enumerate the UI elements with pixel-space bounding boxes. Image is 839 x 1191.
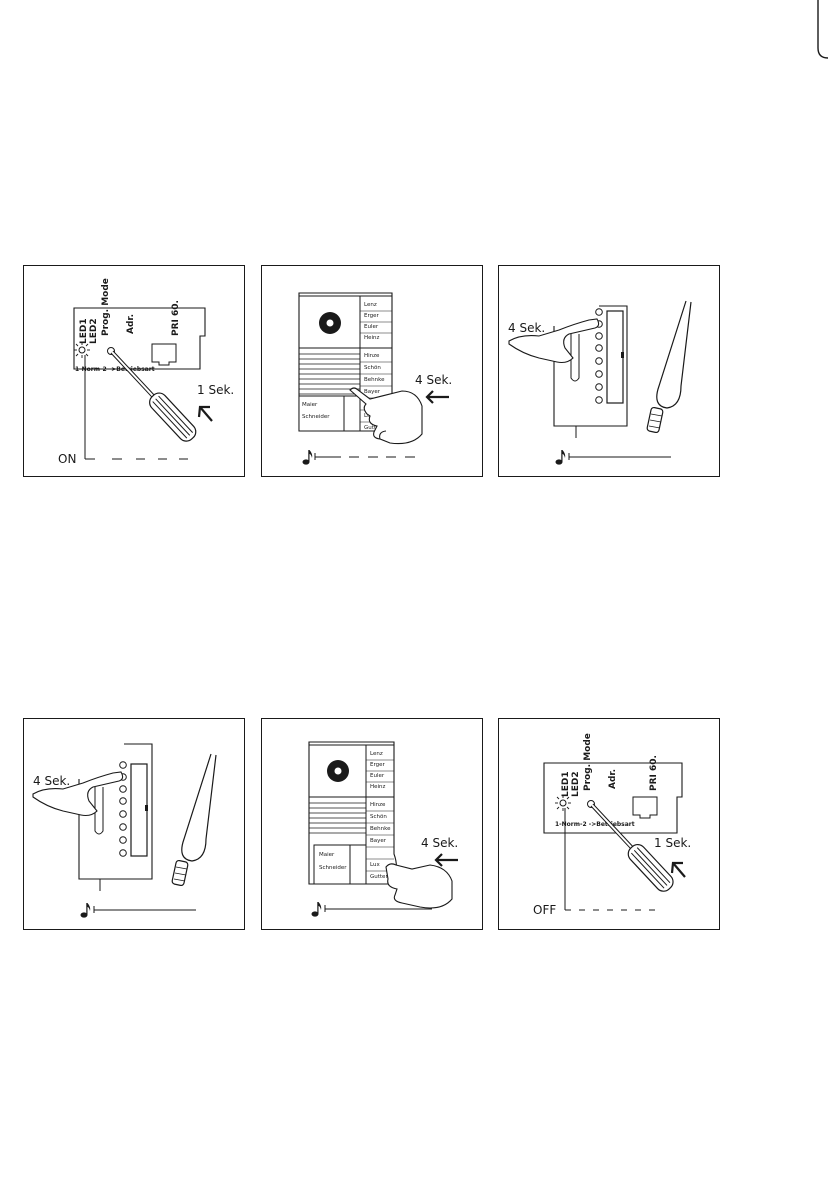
name-cell: Schneider xyxy=(302,414,330,420)
step-5-panel: Lenz Erger Euler Heinz Hinze Schön Behnk… xyxy=(261,718,483,930)
music-note-icon xyxy=(555,450,566,465)
name-cell: Behnke xyxy=(364,377,385,383)
screwdriver-icon xyxy=(110,350,197,442)
name-cell: Erger xyxy=(364,313,380,319)
state-label: OFF xyxy=(533,903,556,917)
name-cell: Bayer xyxy=(364,389,381,395)
duration-label: 1 Sek. xyxy=(654,836,691,850)
name-cell: Heinz xyxy=(370,784,386,790)
name-cell: Lenz xyxy=(364,302,377,308)
page-edge-mark xyxy=(817,0,828,59)
name-cell: Maier xyxy=(302,402,318,408)
speaker-icon xyxy=(327,760,349,782)
name-cell: Lenz xyxy=(370,751,383,757)
name-cell: Hinze xyxy=(364,353,380,359)
pointing-hand-icon xyxy=(385,863,453,909)
state-label: ON xyxy=(58,452,76,466)
mode-text: 1-Norm-2 ->Betriebsart xyxy=(75,366,155,373)
led2-label: LED2 xyxy=(571,771,581,797)
step-4-panel: 4 Sek. xyxy=(23,718,245,930)
arrow-icon xyxy=(434,853,458,867)
name-cell: Heinz xyxy=(364,335,380,341)
duration-label: 1 Sek. xyxy=(197,383,234,397)
duration-label: 4 Sek. xyxy=(421,836,458,850)
mode-text: 1-Norm-2 ->Betriebsart xyxy=(555,821,635,828)
pointing-hand-icon xyxy=(508,318,600,364)
module-outline xyxy=(73,307,206,370)
led1-label: LED1 xyxy=(79,318,89,344)
socket xyxy=(632,796,658,819)
pointing-hand-icon xyxy=(349,387,423,445)
name-cell: Hinze xyxy=(370,802,386,808)
name-cell: Schön xyxy=(364,365,381,371)
led-blink-icon xyxy=(555,795,571,811)
led2-label: LED2 xyxy=(89,318,99,344)
name-cell: Schneider xyxy=(319,865,347,871)
arrow-icon xyxy=(670,861,686,878)
led-blink-icon xyxy=(74,342,90,358)
step-1-panel: LED1 LED2 Prog. Mode Adr. PRI 60. 1-Norm… xyxy=(23,265,245,477)
pri-label: PRI 60. xyxy=(171,300,181,336)
duration-label: 4 Sek. xyxy=(508,321,545,335)
music-note-icon xyxy=(302,450,313,465)
pri-label: PRI 60. xyxy=(649,755,659,791)
prog-label: Prog. Mode xyxy=(583,733,593,791)
pointing-hand-icon xyxy=(32,771,124,817)
speaker-icon xyxy=(319,312,341,334)
name-cell: Bayer xyxy=(370,838,387,844)
name-cell: Erger xyxy=(370,762,386,768)
step-3-panel: 4 Sek. xyxy=(498,265,720,477)
name-cell: Euler xyxy=(364,324,379,330)
music-note-icon xyxy=(80,903,91,918)
name-cell: Lux xyxy=(370,862,380,868)
duration-label: 4 Sek. xyxy=(33,774,70,788)
adr-label: Adr. xyxy=(126,314,136,334)
name-cell: Maier xyxy=(319,852,335,858)
screwdriver-icon xyxy=(590,803,674,892)
name-cell: Behnke xyxy=(370,826,391,832)
name-cell: Schön xyxy=(370,814,387,820)
duration-label: 4 Sek. xyxy=(415,373,452,387)
led1-label: LED1 xyxy=(561,771,571,797)
adr-label: Adr. xyxy=(608,769,618,789)
step-2-panel: Lenz Erger Euler Heinz Hinze Schön Behnk… xyxy=(261,265,483,477)
prog-label: Prog. Mode xyxy=(101,278,111,336)
handset-icon xyxy=(646,300,692,434)
arrow-icon xyxy=(197,405,213,422)
handset-icon xyxy=(171,753,217,887)
socket xyxy=(151,343,177,366)
name-cell: Gutter xyxy=(370,874,388,880)
music-note-icon xyxy=(311,902,322,917)
arrow-icon xyxy=(425,390,449,404)
name-cell: Gutter xyxy=(364,425,382,431)
name-cell: Euler xyxy=(370,773,385,779)
step-6-panel: LED1 LED2 Prog. Mode Adr. PRI 60. 1-Norm… xyxy=(498,718,720,930)
